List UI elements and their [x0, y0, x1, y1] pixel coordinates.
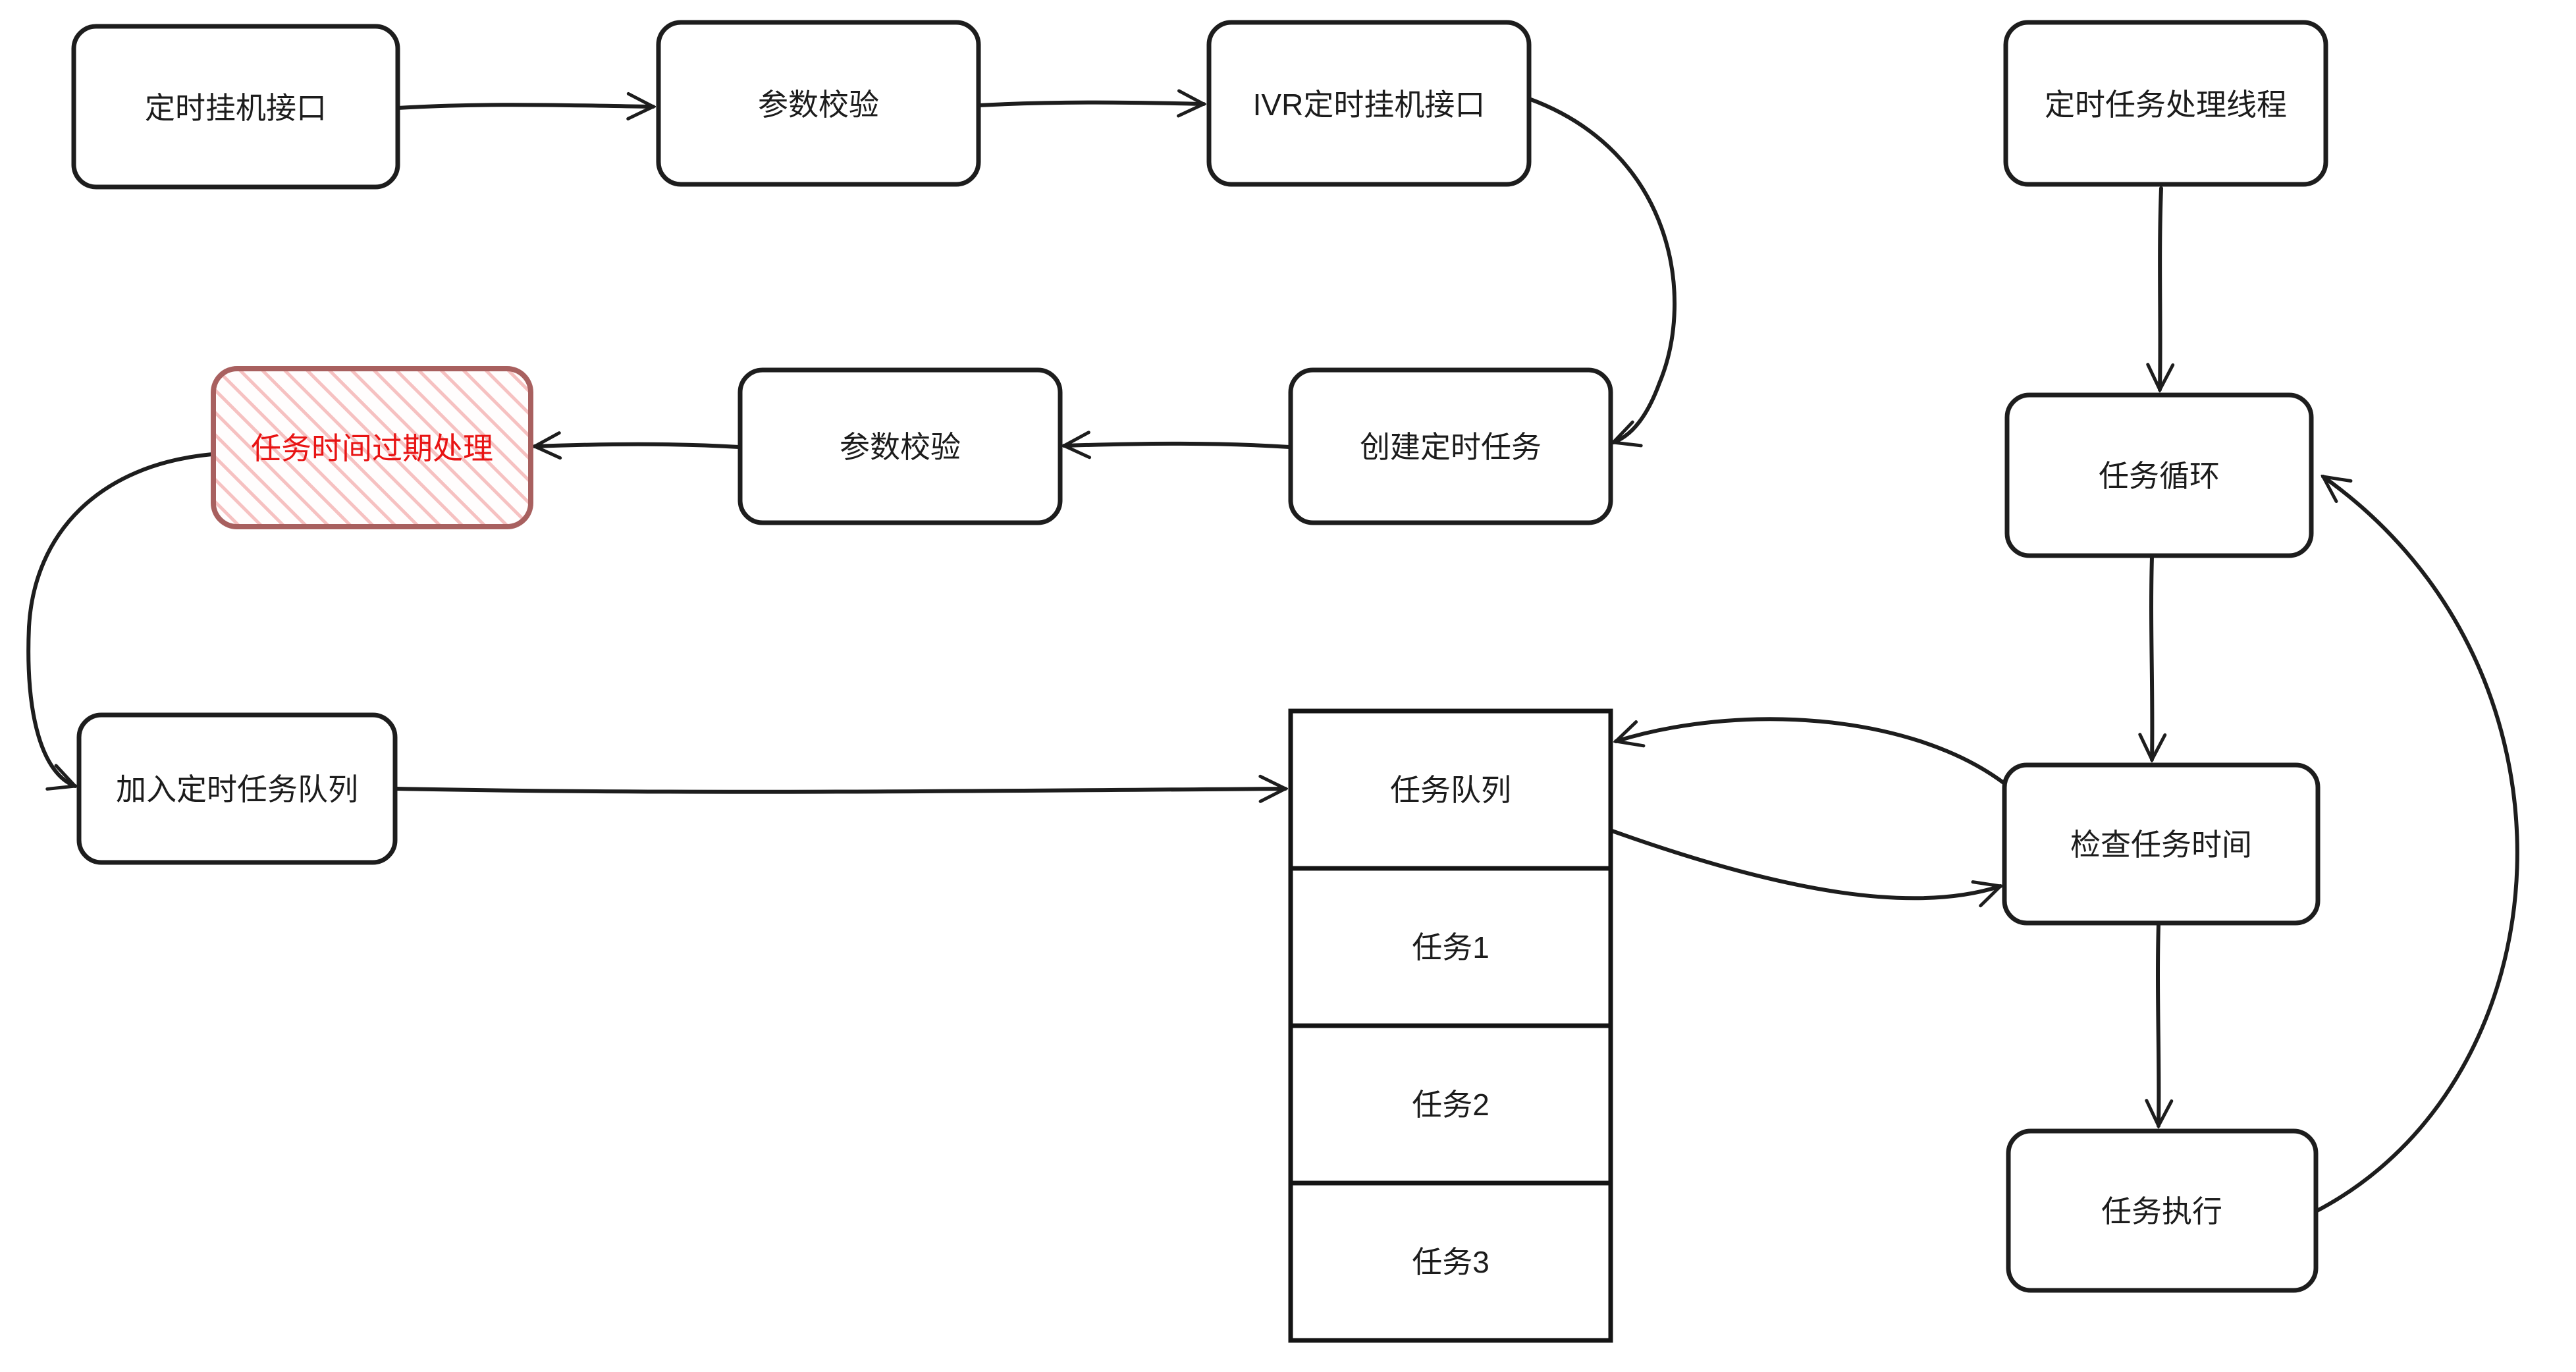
node-timed-hangup-api-label: 定时挂机接口	[145, 91, 327, 125]
edge-arrow-check-time-to-task-queue	[1616, 717, 2006, 785]
node-timed-task-thread-label: 定时任务处理线程	[2045, 88, 2287, 122]
node-timed-task-thread: 定时任务处理线程	[2003, 20, 2328, 187]
edge-arrow-task-loop-to-check-time	[2151, 555, 2152, 760]
edge-arrow-join-queue-to-task-queue	[394, 789, 1285, 792]
node-join-timed-task-queue: 加入定时任务队列	[76, 712, 398, 865]
node-param-check-top-label: 参数校验	[758, 88, 879, 122]
node-timed-hangup-api: 定时挂机接口	[71, 24, 400, 190]
node-task-execute: 任务执行	[2006, 1128, 2319, 1293]
edge-arrow-paramcheck-to-ivr	[977, 103, 1204, 105]
node-check-task-time: 检查任务时间	[2002, 762, 2321, 926]
edges-layer	[26, 97, 2519, 1213]
node-param-check-top-box	[656, 20, 981, 187]
node-param-check-mid: 参数校验	[738, 367, 1063, 525]
node-param-check-mid-box	[738, 367, 1063, 525]
node-ivr-timed-hangup-api: IVR定时挂机接口	[1206, 20, 1532, 187]
node-check-task-time-label: 检查任务时间	[2070, 828, 2252, 862]
task-queue-item-3: 任务3	[1412, 1245, 1489, 1279]
node-param-check-mid-label: 参数校验	[840, 430, 961, 464]
nodes-layer: 定时挂机接口 参数校验 IVR定时挂机接口 定时任务处理线程 任务时间过期处理 …	[71, 20, 2328, 1343]
node-join-timed-task-queue-box	[76, 712, 398, 865]
node-task-time-expired: 任务时间过期处理	[211, 366, 533, 529]
edge-arrow-ivr-to-create-task	[1527, 97, 1677, 442]
edge-arrow-paramcheck-to-expired	[535, 444, 741, 447]
node-task-time-expired-label: 任务时间过期处理	[251, 431, 493, 465]
node-ivr-timed-hangup-api-label: IVR定时挂机接口	[1253, 88, 1486, 122]
node-param-check-top: 参数校验	[656, 20, 981, 187]
edge-arrow-hangup-to-paramcheck	[396, 105, 653, 108]
edge-arrow-task-queue-to-check-time	[1610, 829, 2000, 898]
edge-arrow-execute-back-to-task-loop	[2314, 477, 2519, 1213]
node-create-timed-task-box	[1288, 367, 1613, 525]
node-ivr-timed-hangup-api-box	[1206, 20, 1532, 187]
node-task-time-expired-box	[211, 366, 533, 529]
node-timed-task-thread-box	[2003, 20, 2328, 187]
node-task-loop-label: 任务循环	[2099, 459, 2220, 493]
task-queue-item-2: 任务2	[1412, 1088, 1489, 1122]
edge-arrow-expired-to-join-queue	[26, 452, 214, 786]
node-timed-hangup-api-box	[71, 24, 400, 190]
node-task-execute-label: 任务执行	[2101, 1194, 2222, 1228]
task-queue-header-label: 任务队列	[1390, 773, 1511, 807]
edge-arrow-check-time-to-execute	[2158, 922, 2159, 1126]
node-check-task-time-box	[2002, 762, 2321, 926]
task-queue-table: 任务队列 任务1 任务2 任务3	[1288, 708, 1613, 1343]
node-task-loop: 任务循环	[2004, 392, 2314, 558]
node-join-timed-task-queue-label: 加入定时任务队列	[116, 772, 358, 806]
node-create-timed-task-label: 创建定时任务	[1360, 430, 1542, 464]
edge-arrow-create-task-to-paramcheck	[1064, 444, 1291, 447]
edge-arrow-thread-to-task-loop	[2160, 186, 2161, 390]
node-task-execute-box	[2006, 1128, 2319, 1293]
node-create-timed-task: 创建定时任务	[1288, 367, 1613, 525]
task-queue-item-1: 任务1	[1412, 930, 1489, 964]
node-task-loop-box	[2004, 392, 2314, 558]
